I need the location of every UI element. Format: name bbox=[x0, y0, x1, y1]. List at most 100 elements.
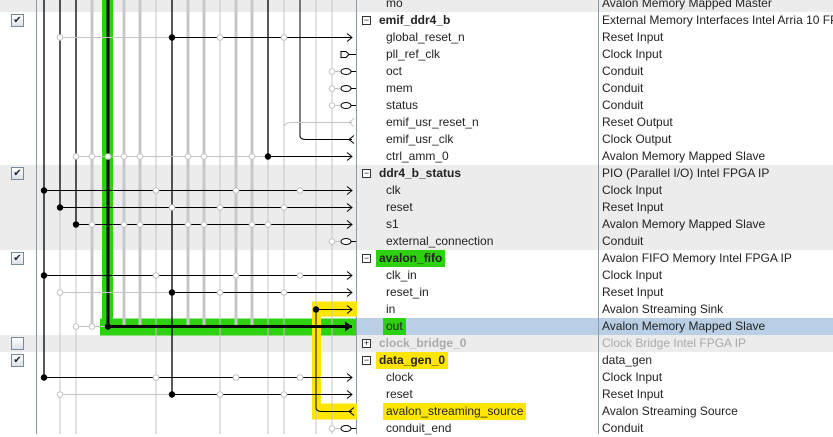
name-cell[interactable]: reset bbox=[357, 386, 598, 403]
interface-name: clock bbox=[386, 370, 414, 384]
enable-checkbox[interactable] bbox=[11, 337, 24, 350]
connection-point bbox=[88, 153, 96, 160]
name-cell[interactable]: −avalon_fifo bbox=[357, 250, 598, 267]
interface-name: status bbox=[386, 98, 419, 112]
connection-dot bbox=[104, 323, 112, 330]
name-cell[interactable]: −ddr4_b_status bbox=[357, 165, 598, 182]
arrow-icon bbox=[346, 220, 353, 229]
interface-name: reset_in bbox=[386, 285, 429, 299]
interface-row[interactable]: in Avalon Streaming Sink bbox=[0, 301, 833, 318]
interface-row[interactable]: conduit_end Conduit bbox=[0, 420, 833, 437]
interface-name: avalon_fifo bbox=[376, 250, 446, 267]
expand-icon[interactable]: + bbox=[362, 338, 371, 348]
name-cell[interactable]: status bbox=[357, 97, 598, 114]
description-cell: Reset Input bbox=[602, 200, 664, 214]
name-cell[interactable]: clk bbox=[357, 182, 598, 199]
interface-row[interactable]: external_connection Conduit bbox=[0, 233, 833, 250]
enable-checkbox[interactable]: ✔ bbox=[11, 252, 24, 265]
description-cell: Avalon Streaming Sink bbox=[602, 302, 724, 316]
name-cell[interactable]: mo bbox=[357, 0, 598, 12]
description-cell: Conduit bbox=[602, 421, 644, 435]
interface-name: mo bbox=[386, 0, 403, 10]
arrow-icon bbox=[346, 288, 353, 297]
connection-point bbox=[280, 289, 288, 296]
enable-checkbox[interactable]: ✔ bbox=[11, 14, 24, 27]
name-cell[interactable]: conduit_end bbox=[357, 420, 598, 437]
collapse-icon[interactable]: − bbox=[362, 253, 371, 263]
connection-point bbox=[152, 272, 160, 279]
connection-point bbox=[88, 221, 96, 228]
enable-checkbox[interactable]: ✔ bbox=[11, 354, 24, 367]
description-cell: Avalon Memory Mapped Master bbox=[602, 0, 772, 10]
name-cell[interactable]: s1 bbox=[357, 216, 598, 233]
interface-row[interactable]: reset Reset Input bbox=[0, 199, 833, 216]
name-cell[interactable]: out bbox=[357, 318, 598, 335]
collapse-icon[interactable]: − bbox=[362, 355, 371, 365]
connection-point bbox=[296, 374, 304, 381]
interface-name: emif_ddr4_b bbox=[379, 13, 451, 27]
connection-point bbox=[56, 289, 64, 296]
connection-point bbox=[328, 68, 336, 75]
name-cell[interactable]: +clock_bridge_0 bbox=[357, 335, 598, 352]
name-cell[interactable]: global_reset_n bbox=[357, 29, 598, 46]
description-cell: Avalon Streaming Source bbox=[602, 404, 738, 418]
interface-row[interactable]: mo Avalon Memory Mapped Master bbox=[0, 0, 833, 12]
connection-point bbox=[248, 221, 256, 228]
name-cell[interactable]: external_connection bbox=[357, 233, 598, 250]
connection-point bbox=[56, 391, 64, 398]
connection-dot bbox=[168, 391, 176, 398]
name-cell[interactable]: mem bbox=[357, 80, 598, 97]
name-cell[interactable]: avalon_streaming_source bbox=[357, 403, 598, 420]
arrow-icon bbox=[348, 118, 355, 127]
collapse-icon[interactable]: − bbox=[362, 168, 371, 178]
name-cell[interactable]: emif_usr_reset_n bbox=[357, 114, 598, 131]
connection-point bbox=[216, 204, 224, 211]
collapse-icon[interactable]: − bbox=[362, 15, 371, 25]
name-cell[interactable]: in bbox=[357, 301, 598, 318]
enable-checkbox[interactable]: ✔ bbox=[11, 167, 24, 180]
name-cell[interactable]: reset_in bbox=[357, 284, 598, 301]
connection-point bbox=[328, 238, 336, 245]
interface-name: clk bbox=[386, 183, 401, 197]
name-cell[interactable]: clock bbox=[357, 369, 598, 386]
interface-row[interactable]: avalon_streaming_source Avalon Streaming … bbox=[0, 403, 833, 420]
interface-name: reset bbox=[386, 387, 413, 401]
connection-point bbox=[232, 187, 240, 194]
name-cell[interactable]: clk_in bbox=[357, 267, 598, 284]
connection-point bbox=[88, 323, 96, 330]
connection-dot bbox=[40, 272, 48, 279]
name-cell[interactable]: oct bbox=[357, 63, 598, 80]
name-cell[interactable]: emif_usr_clk bbox=[357, 131, 598, 148]
interface-name: in bbox=[386, 302, 396, 316]
connection-point bbox=[296, 272, 304, 279]
name-cell[interactable]: reset bbox=[357, 199, 598, 216]
description-cell: Conduit bbox=[602, 234, 644, 248]
wire bbox=[283, 122, 352, 128]
arrow-icon bbox=[345, 321, 352, 332]
name-cell[interactable]: −emif_ddr4_b bbox=[357, 12, 598, 29]
name-cell[interactable]: pll_ref_clk bbox=[357, 46, 598, 63]
name-cell[interactable]: −data_gen_0 bbox=[357, 352, 598, 369]
name-cell[interactable]: ctrl_amm_0 bbox=[357, 148, 598, 165]
connection-wires[interactable] bbox=[0, 0, 357, 434]
